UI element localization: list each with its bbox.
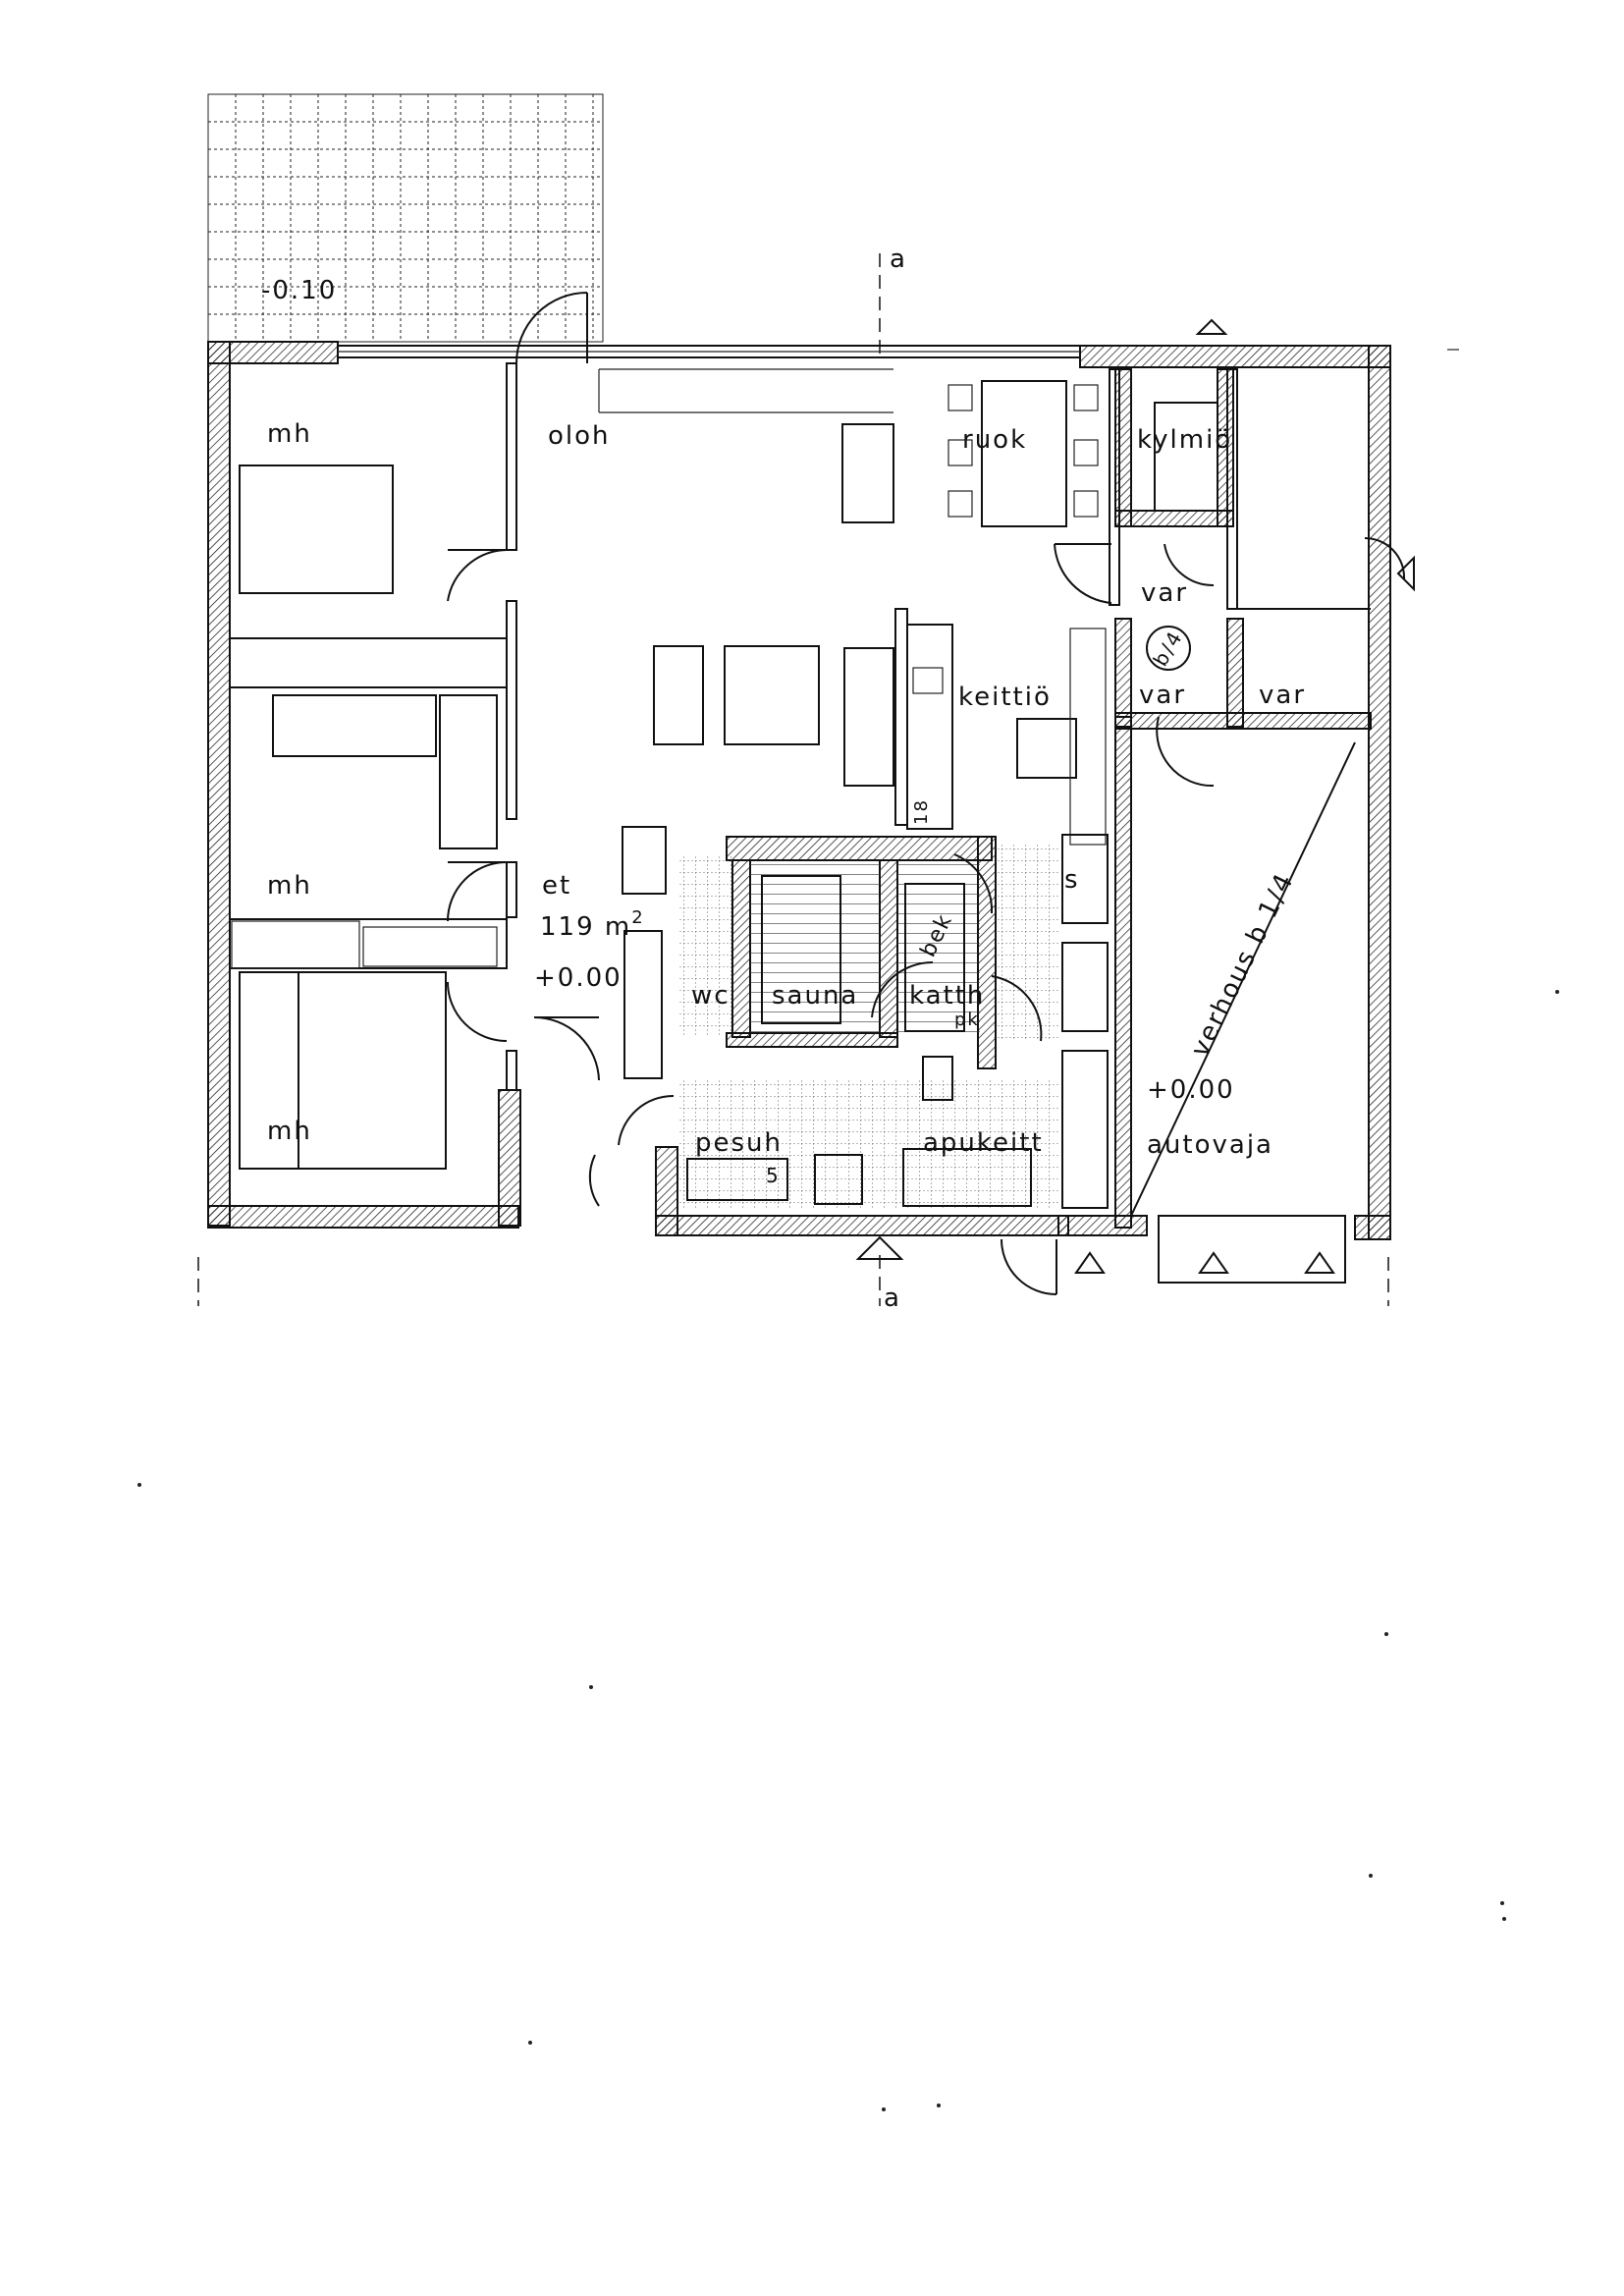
level-garage-label: +0.00 <box>1147 1075 1235 1105</box>
garage <box>1074 318 1415 1284</box>
room-label-pesuh: pesuh <box>695 1128 783 1158</box>
room-label-s: s <box>1064 865 1080 895</box>
section-mark-top: a <box>890 245 907 274</box>
step-5-label: 5 <box>766 1164 781 1187</box>
room-label-var-3: var <box>1259 681 1306 710</box>
room-label-wc: wc <box>691 981 731 1011</box>
scan-specks <box>137 990 1559 2111</box>
room-label-et: et <box>542 871 571 901</box>
room-label-sauna: sauna <box>772 981 858 1011</box>
section-line-bottom <box>855 1235 904 1306</box>
terrace-level-label: -0.10 <box>261 276 337 305</box>
room-label-mh-mid: mh <box>267 871 312 901</box>
furniture <box>231 380 1218 1209</box>
room-label-apukeitt: apukeitt <box>923 1128 1044 1158</box>
room-label-autovaja: autovaja <box>1147 1130 1273 1160</box>
outer-walls <box>207 341 1391 1240</box>
room-label-katth: katth <box>909 981 985 1011</box>
sauna-boards <box>750 860 980 1033</box>
room-label-keittio: keittiö <box>958 683 1052 712</box>
room-label-mh-bottom: mh <box>267 1117 312 1146</box>
room-label-mh-top: mh <box>267 419 312 449</box>
wet-room-tiles <box>677 845 1060 1208</box>
level-main-label: +0.00 <box>534 963 623 993</box>
terrace-grid <box>207 93 604 343</box>
pk-label: pk <box>954 1010 980 1030</box>
section-mark-bottom: a <box>884 1284 901 1313</box>
room-labels: mh mh mh oloh ruok kylmiö var var var ke… <box>267 419 1306 1160</box>
area-label: 119 m2 <box>540 907 645 942</box>
windows <box>598 368 893 413</box>
room-label-kylmio: kylmiö <box>1137 425 1232 455</box>
door-swings <box>447 292 1406 1295</box>
room-label-var-2: var <box>1139 681 1186 710</box>
room-label-ruok: ruok <box>962 425 1027 455</box>
step-18-label: 18 <box>911 798 932 825</box>
room-label-var-1: var <box>1141 578 1188 608</box>
verhous-label: verhous b 1/4 <box>1185 868 1300 1062</box>
dimension-lines <box>197 349 1459 1306</box>
room-label-oloh: oloh <box>548 421 611 451</box>
